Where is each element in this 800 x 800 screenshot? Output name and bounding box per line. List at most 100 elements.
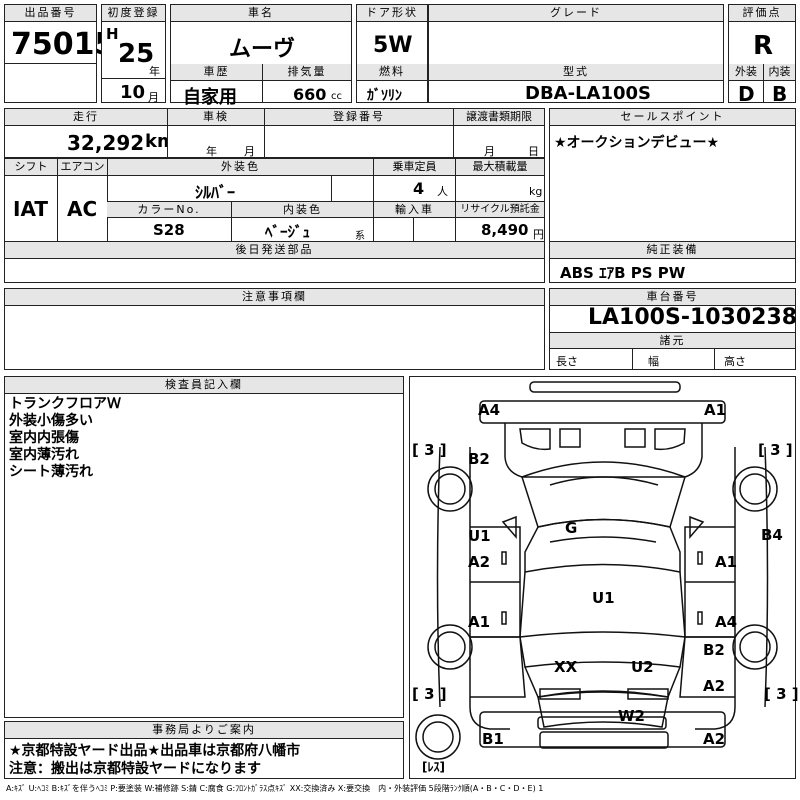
- inspector-note: 室内内張傷: [9, 430, 79, 446]
- mark-tire-fl: [ 3 ]: [412, 441, 447, 459]
- car-name-label: 車名: [171, 5, 351, 22]
- chassis-box: 車台番号 LA100S-1030238 諸元 長さ 幅 高さ: [549, 288, 798, 370]
- office-line-1: ★京都特設ヤード出品★出品車は京都府八幡市: [9, 743, 301, 759]
- office-box: 事務局よりご案内 ★京都特設ヤード出品★出品車は京都府八幡市 注意：搬出は京都特…: [4, 721, 404, 779]
- mark-b2-left: B2: [468, 450, 490, 468]
- ext-color: ｼﾙﾊﾞｰ: [195, 183, 236, 202]
- mark-tire-fr: [ 3 ]: [758, 441, 793, 459]
- mark-center-u1: U1: [592, 589, 615, 607]
- month-unit: 月: [148, 91, 159, 104]
- mark-rear-b1: B1: [482, 730, 504, 748]
- equipment-box: 純正装備 ABS ｴｱB PS PW: [549, 241, 796, 283]
- mileage-box: 走行 32,292 km: [4, 108, 176, 158]
- first-registration-box: 初度登録 H 25 年 10 月: [101, 4, 166, 104]
- int-color-unit: 系: [355, 231, 365, 242]
- mark-front-right: A1: [704, 401, 727, 419]
- office-line-2: 注意：搬出は京都特設ヤードになります: [9, 761, 261, 777]
- mark-right-door-a1: A1: [715, 553, 738, 571]
- chassis-number: LA100S-1030238: [588, 305, 798, 330]
- vehicle-info-box: シフト エアコン 外装色 乗車定員 最大積載量 IAT AC ｼﾙﾊﾞｰ 4 人…: [4, 158, 545, 242]
- mark-tire-rl: [ 3 ]: [412, 685, 447, 703]
- inspector-box: 検査員記入欄 トランクフロアＷ 外装小傷多い 室内内張傷 室内薄汚れ シート薄汚…: [4, 376, 404, 718]
- inspector-note: シート薄汚れ: [9, 464, 93, 480]
- later-parts-box: 後日発送部品: [4, 241, 545, 283]
- exterior-score: D: [738, 82, 755, 106]
- int-color: ﾍﾞｰｼﾞｭ: [265, 223, 311, 241]
- shift-label: シフト: [5, 159, 57, 176]
- reg-year: 25: [118, 39, 155, 69]
- mark-right-rear-a4: A4: [715, 613, 738, 631]
- model-label: 型式: [429, 64, 723, 81]
- registration-number-label: 登録番号: [265, 109, 453, 126]
- max-load-label: 最大積載量: [455, 159, 544, 176]
- transfer-day-unit: 日: [528, 145, 539, 158]
- chassis-label: 車台番号: [550, 289, 795, 306]
- equipment-label: 純正装備: [550, 242, 795, 259]
- caution-box: 注意事項欄: [4, 288, 545, 370]
- import-label: 輸入車: [373, 201, 455, 218]
- inspection-month-unit: 月: [244, 145, 255, 158]
- max-load-unit: kg: [529, 185, 543, 198]
- transfer-month-unit: 月: [484, 145, 495, 158]
- score-label: 評価点: [729, 5, 795, 22]
- registration-number-box: 登録番号: [264, 108, 454, 158]
- inspector-note: 室内薄汚れ: [9, 447, 79, 463]
- history-label: 車歴: [171, 64, 262, 81]
- transfer-deadline-label: 譲渡書類期限: [454, 109, 544, 126]
- car-name-box: 車名 ムーヴ 車歴 排気量 自家用 660 cc: [170, 4, 352, 108]
- score-box: 評価点 R 外装 内装 D B: [728, 4, 796, 106]
- aircon-label: エアコン: [57, 159, 107, 176]
- later-parts-label: 後日発送部品: [5, 242, 544, 259]
- mark-rear-a2: A2: [703, 730, 726, 748]
- office-label: 事務局よりご案内: [5, 722, 403, 739]
- caution-label: 注意事項欄: [5, 289, 544, 306]
- mark-left-rear-a1: A1: [468, 613, 491, 631]
- year-unit: 年: [149, 65, 160, 78]
- lot-number: 75015: [11, 27, 116, 62]
- color-no: S28: [153, 221, 185, 239]
- interior-label: 内装: [763, 64, 795, 81]
- int-color-label: 内装色: [231, 201, 373, 218]
- displacement: 660: [293, 85, 327, 104]
- first-registration-label: 初度登録: [102, 5, 165, 22]
- inspection-box: 車検 年 月: [167, 108, 265, 158]
- exterior-label: 外装: [729, 64, 763, 81]
- inspector-note: 外装小傷多い: [9, 413, 93, 429]
- mileage: 32,292: [67, 131, 145, 155]
- height-label: 高さ: [724, 355, 746, 368]
- inspection-year-unit: 年: [206, 145, 217, 158]
- car-name: ムーヴ: [229, 37, 296, 62]
- mark-tire-rr: [ 3 ]: [764, 685, 799, 703]
- inspector-notes: トランクフロアＷ 外装小傷多い 室内内張傷 室内薄汚れ シート薄汚れ: [9, 396, 121, 481]
- lot-number-label: 出品番号: [5, 5, 96, 22]
- lot-number-box: 出品番号 75015: [4, 4, 115, 103]
- recycle-label: リサイクル預託金: [455, 201, 544, 218]
- displacement-unit: cc: [331, 91, 342, 102]
- mark-rear-w2: W2: [618, 707, 645, 725]
- shift: IAT: [13, 197, 49, 221]
- sales-point: ★オークションデビュー★: [554, 135, 720, 151]
- damage-diagram: A4 A1 [ 3 ] [ 3 ] B2 G U1 A2 B4 A1 U1 A1…: [409, 376, 799, 779]
- mark-spare-tire: [ﾚｽ]: [422, 760, 445, 774]
- dims-label: 諸元: [550, 332, 795, 349]
- car-outline: [415, 381, 778, 760]
- interior-score: B: [772, 82, 788, 106]
- mileage-label: 走行: [5, 109, 167, 126]
- displacement-label: 排気量: [262, 64, 351, 81]
- era: H: [106, 25, 119, 43]
- color-no-label: カラーNo.: [107, 201, 231, 218]
- door-type: 5W: [373, 33, 413, 58]
- fuel: ｶﾞｿﾘﾝ: [367, 88, 402, 104]
- inspector-note: トランクフロアＷ: [9, 396, 121, 412]
- mark-xx: XX: [554, 658, 578, 676]
- grade-label: グレード: [429, 5, 723, 22]
- equipment: ABS ｴｱB PS PW: [560, 264, 686, 282]
- length-label: 長さ: [556, 355, 578, 368]
- ext-color-label: 外装色: [107, 159, 373, 176]
- recycle-fee: 8,490: [481, 221, 529, 239]
- reg-month: 10: [120, 82, 146, 103]
- door-label: ドア形状: [357, 5, 427, 22]
- grade-box: グレード 型式 DBA-LA100S: [428, 4, 724, 104]
- score: R: [753, 31, 774, 61]
- sales-point-label: セールスポイント: [550, 109, 795, 126]
